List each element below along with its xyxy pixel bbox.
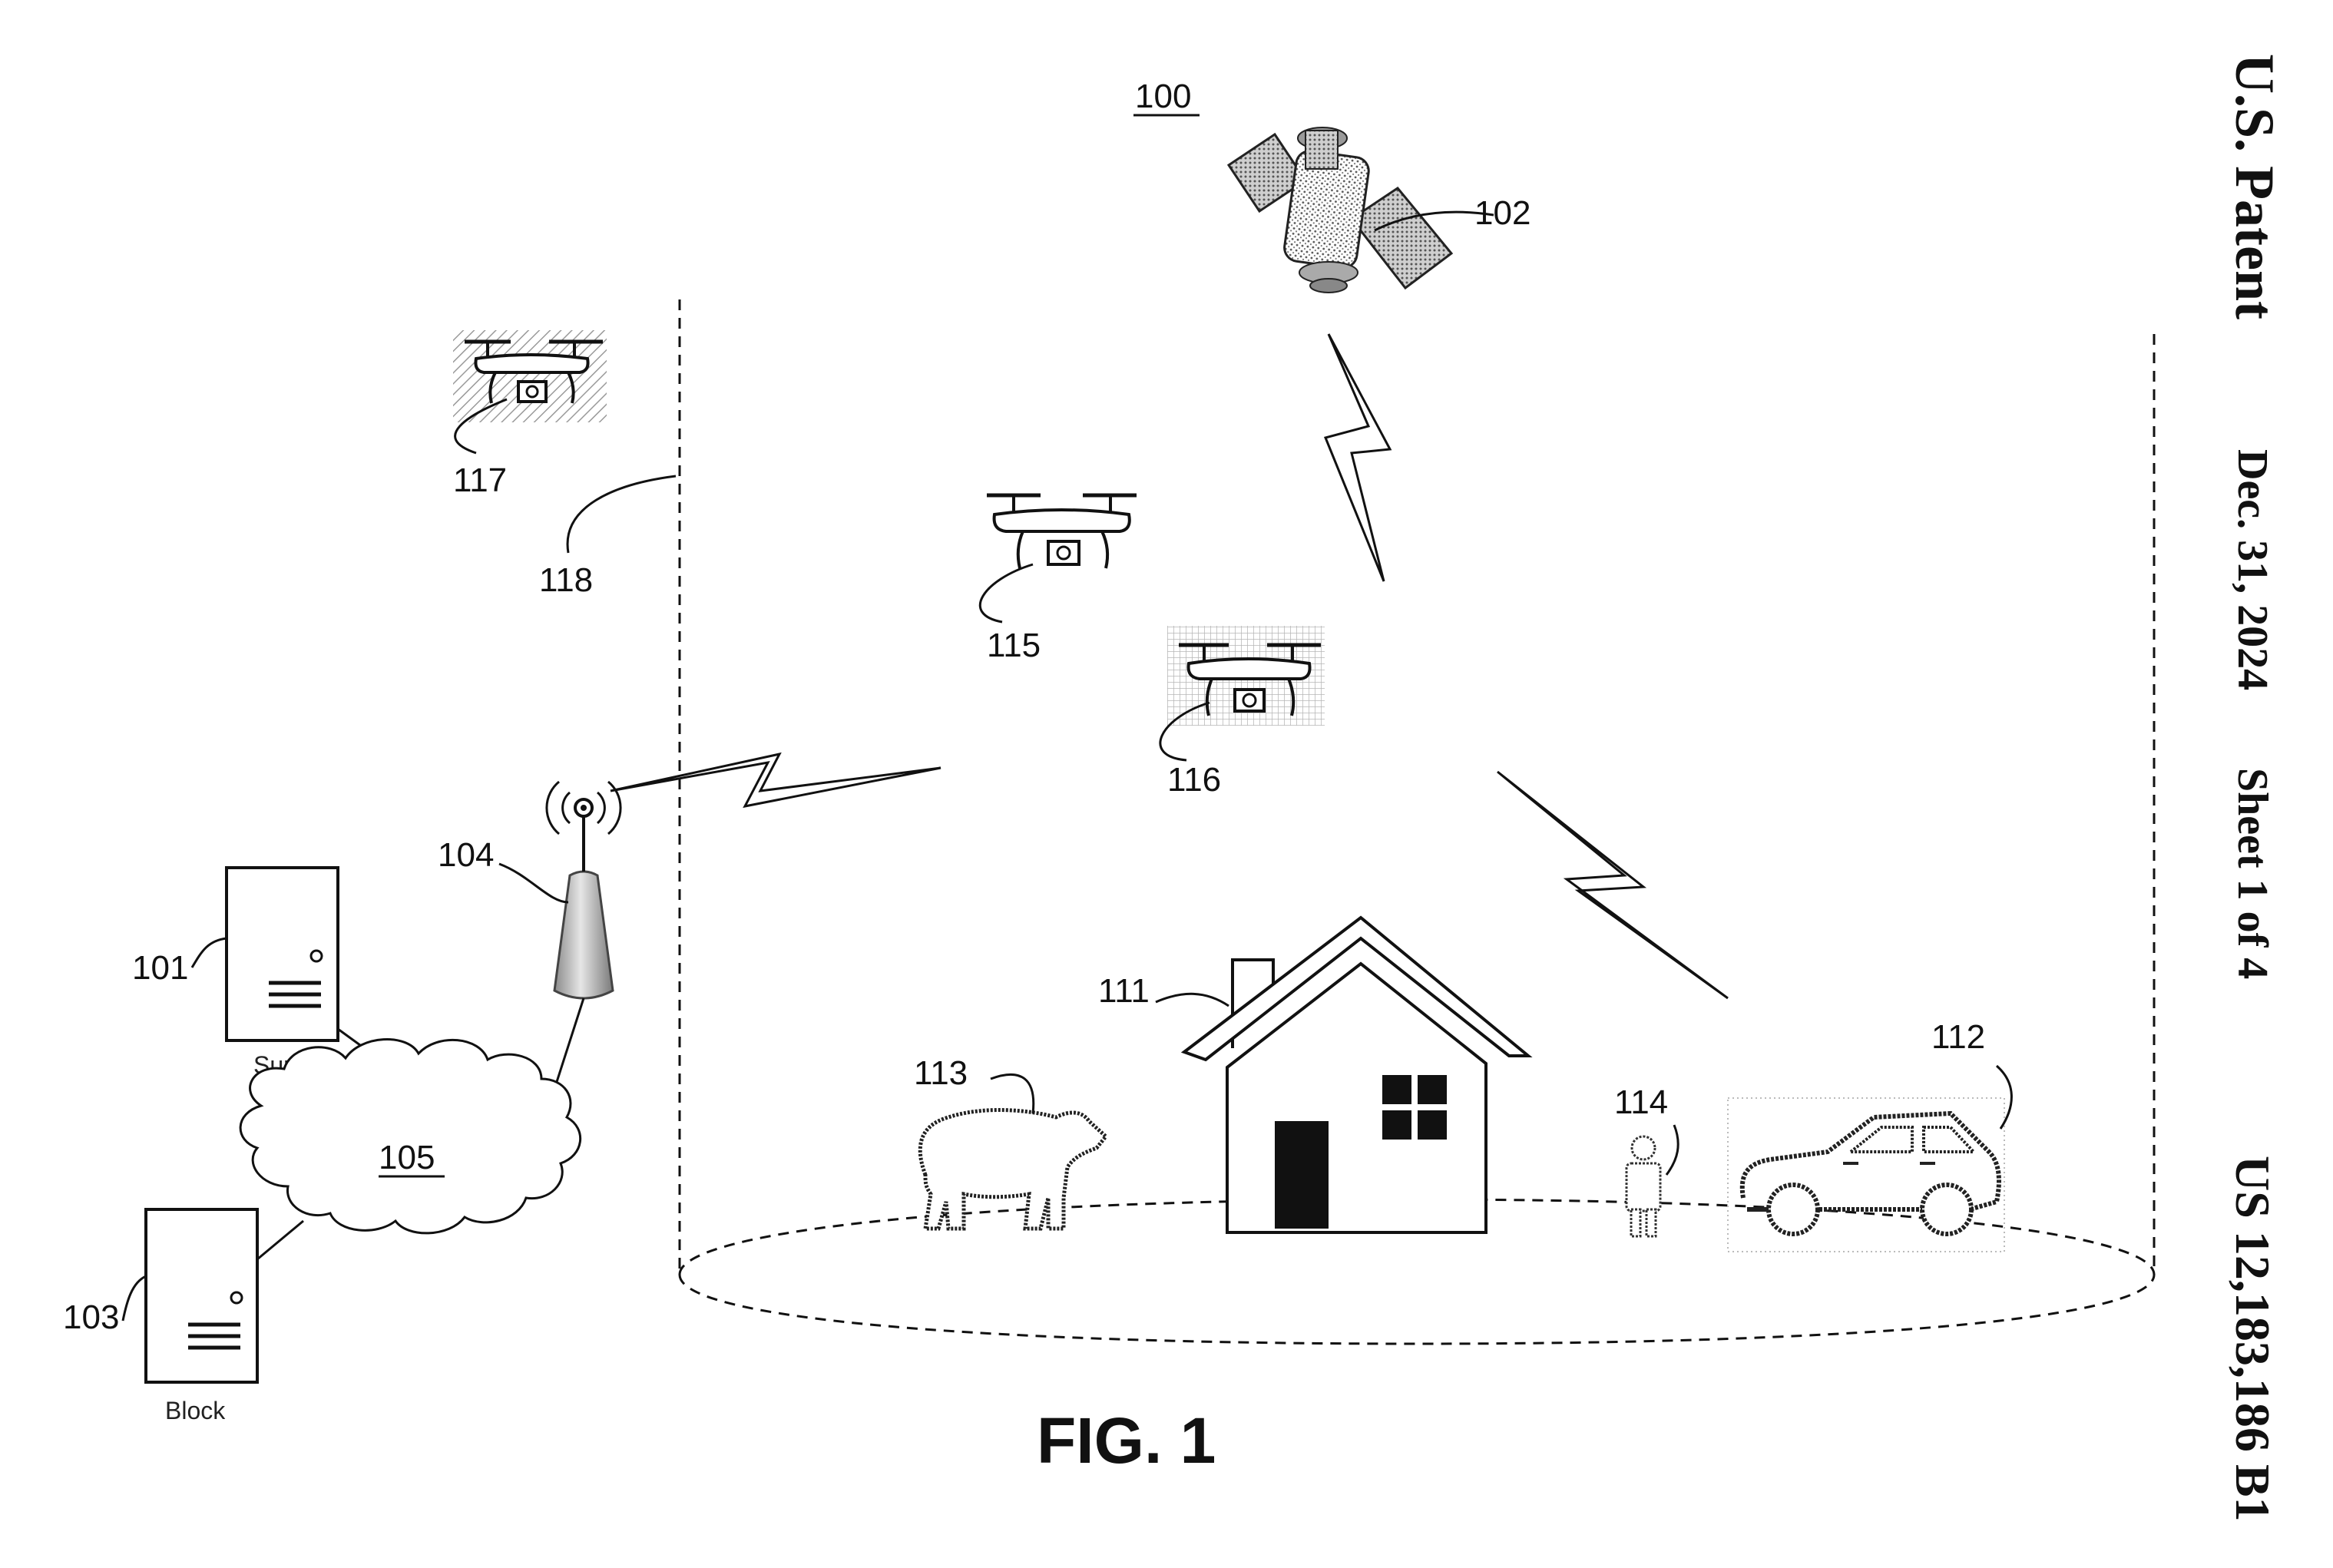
- server-label-block: Block: [165, 1397, 226, 1424]
- ref-100: 100: [1135, 78, 1191, 115]
- link-car-drone: [1497, 772, 1728, 998]
- ref-103: 103: [63, 1298, 119, 1336]
- server-icon: [227, 868, 338, 1040]
- ref-115: 115: [987, 627, 1041, 664]
- ref-104: 104: [438, 836, 494, 874]
- ref-116: 116: [1167, 761, 1221, 799]
- house-icon: [1184, 918, 1528, 1232]
- link-tower-drone: [611, 754, 941, 806]
- person: 114: [1614, 1083, 1678, 1236]
- ref-118: 118: [539, 561, 593, 599]
- satellite: 102: [1229, 127, 1531, 293]
- drone-115: 115: [980, 495, 1137, 664]
- patent-label: U.S. Patent: [2224, 54, 2285, 319]
- figure-caption: FIG. 1: [1037, 1404, 1216, 1477]
- cloud-icon: [240, 1039, 581, 1232]
- patent-header: U.S. Patent Dec. 31, 2024 Sheet 1 of 4 U…: [2224, 54, 2285, 1522]
- person-icon: [1626, 1136, 1660, 1236]
- bear: 113: [914, 1054, 1106, 1229]
- bear-icon: [920, 1110, 1106, 1229]
- antenna-icon: [547, 782, 620, 998]
- ref-113: 113: [914, 1054, 968, 1092]
- patent-date: Dec. 31, 2024: [2229, 449, 2276, 690]
- link-satellite-drone: [1325, 334, 1390, 581]
- ref-114: 114: [1614, 1083, 1668, 1121]
- system-reference: 100: [1133, 78, 1200, 115]
- ref-101: 101: [132, 949, 188, 987]
- car: 112: [1728, 1018, 2011, 1252]
- satellite-icon: [1229, 127, 1451, 293]
- server-103: 103 Block: [63, 1209, 303, 1424]
- sheet-number: Sheet 1 of 4: [2229, 768, 2276, 979]
- patent-number: US 12,183,186 B1: [2225, 1156, 2280, 1522]
- drone-icon: [987, 495, 1137, 568]
- ref-105: 105: [379, 1139, 435, 1176]
- ref-102: 102: [1474, 194, 1531, 232]
- server-icon: [146, 1209, 257, 1382]
- server-101: 101 Surv: [132, 868, 380, 1079]
- ref-111: 111: [1098, 972, 1150, 1010]
- drone-117: 117: [453, 330, 607, 499]
- car-icon: [1742, 1113, 1999, 1234]
- house: 111: [1098, 918, 1528, 1232]
- ref-117: 117: [453, 461, 507, 499]
- network-cloud: 105: [240, 1039, 581, 1232]
- ref-112: 112: [1931, 1018, 1985, 1056]
- drone-116: 116: [1160, 626, 1325, 799]
